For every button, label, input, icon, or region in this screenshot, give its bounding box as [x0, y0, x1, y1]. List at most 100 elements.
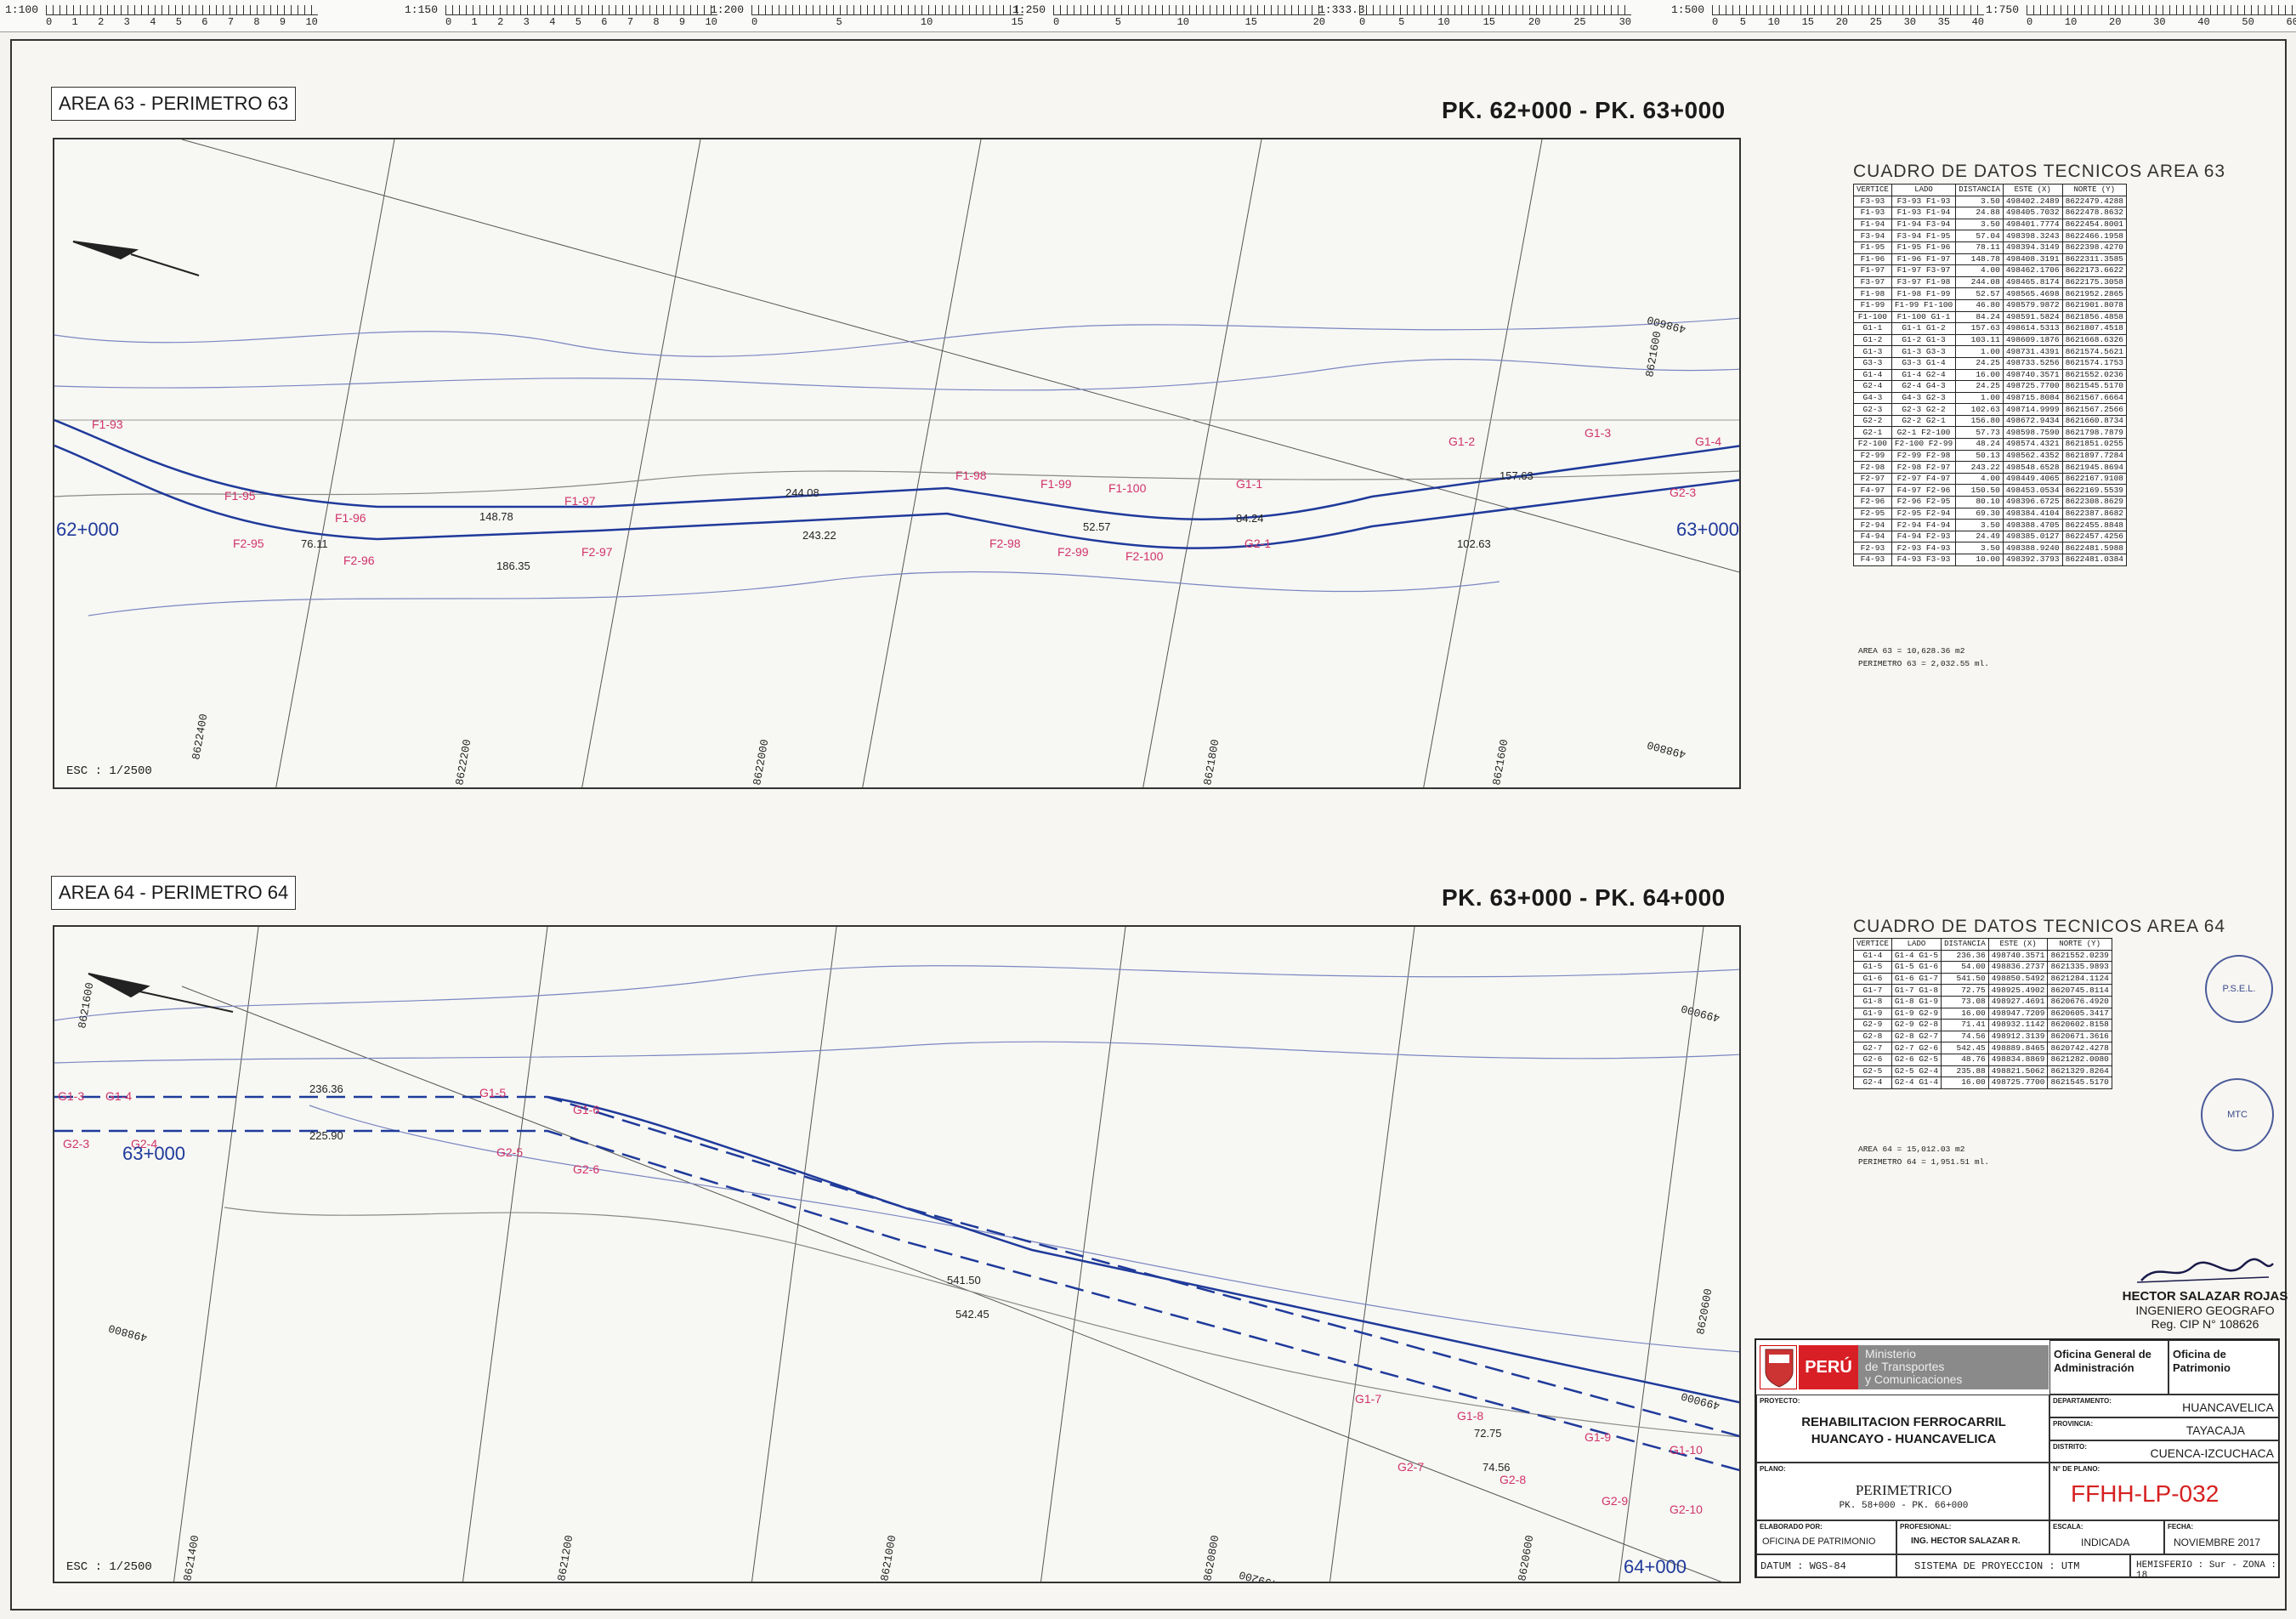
peru-shield-icon	[1760, 1345, 1797, 1389]
seal-stamp-1: P.S.E.L.	[2205, 955, 2273, 1023]
scale-tick: 5	[175, 16, 182, 28]
table-header: NORTE (Y)	[2061, 184, 2127, 196]
svg-text:498800: 498800	[107, 1321, 149, 1344]
table-cell: 57.73	[1955, 426, 2004, 440]
table-cell: 10.00	[1955, 554, 2004, 566]
svg-text:G2-7: G2-7	[1397, 1460, 1424, 1474]
table-cell: 8621574.1753	[2061, 356, 2127, 370]
table-cell: 103.11	[1955, 333, 2004, 347]
scale-tick: 40	[1971, 16, 1984, 28]
table-header: VERTICE	[1853, 938, 1892, 951]
table-cell: G1-1	[1853, 322, 1892, 335]
table-cell: 24.88	[1955, 207, 2004, 219]
proyecto-cell: PROYECTO: REHABILITACION FERROCARRIL HUA…	[1756, 1395, 2049, 1463]
svg-text:8622200: 8622200	[453, 738, 473, 786]
table-cell: 8622173.6622	[2061, 264, 2127, 277]
scale-tick: 0	[1712, 16, 1719, 28]
area64-map: G1-3 G1-4 G1-5 G1-6 G1-7 G1-8 G1-9 G1-10…	[53, 925, 1741, 1583]
svg-text:499000: 499000	[1680, 1002, 1721, 1025]
scale-tick: 6	[201, 16, 208, 28]
table-cell: F2-94	[1853, 519, 1892, 531]
table-cell: F1-100	[1853, 310, 1892, 324]
table-cell: 498574.4321	[2002, 438, 2063, 451]
table-cell: 8621574.5621	[2061, 345, 2127, 358]
svg-text:F1-96: F1-96	[335, 511, 366, 525]
table-cell: 8622387.8682	[2061, 507, 2127, 520]
table-cell: 80.10	[1955, 496, 2004, 508]
table-cell: 8621945.8694	[2061, 461, 2127, 474]
table-cell: 498392.3793	[2002, 554, 2063, 566]
svg-text:F1-98: F1-98	[955, 469, 987, 482]
table-cell: G1-4	[1853, 368, 1892, 382]
table-cell: G1-8 G1-9	[1891, 995, 1942, 1008]
scale-tick: 30	[2153, 16, 2166, 28]
plan-code: FFHH-LP-032	[2071, 1480, 2219, 1507]
table-cell: 8620671.3616	[2047, 1030, 2112, 1043]
table-cell: G2-7 G2-6	[1891, 1042, 1942, 1054]
table-cell: 157.63	[1955, 322, 2004, 335]
table-cell: F2-98	[1853, 461, 1892, 474]
svg-text:G1-3: G1-3	[58, 1089, 84, 1103]
svg-text:F2-97: F2-97	[581, 545, 613, 559]
scale-tick: 2	[98, 16, 105, 28]
table-cell: 71.41	[1941, 1019, 1989, 1031]
svg-text:8621000: 8621000	[878, 1534, 899, 1582]
svg-text:102.63: 102.63	[1457, 537, 1491, 550]
table-cell: 8622398.4270	[2061, 241, 2127, 254]
table-cell: 8621552.0236	[2061, 368, 2127, 382]
table-cell: 498388.4705	[2002, 519, 2063, 531]
table-cell: G1-2	[1853, 333, 1892, 347]
table-cell: 78.11	[1955, 241, 2004, 254]
svg-text:8621600: 8621600	[1490, 738, 1511, 786]
table-cell: F2-93 F4-93	[1891, 542, 1957, 554]
svg-text:G1-10: G1-10	[1670, 1443, 1703, 1457]
svg-text:G1-7: G1-7	[1355, 1392, 1381, 1406]
table-cell: 498385.0127	[2002, 530, 2063, 543]
area63-map-svg: F1-93 F1-95 F1-96 F1-97 F1-98 F1-99 F1-1…	[54, 139, 1739, 787]
pk-end-label-64: 64+000	[1624, 1556, 1687, 1577]
table-cell: 8621668.6326	[2061, 333, 2127, 347]
table-cell: F4-94	[1853, 530, 1892, 543]
table-cell: G2-3	[1853, 403, 1892, 416]
datum-cell: DATUM : WGS-84	[1756, 1554, 1896, 1578]
table-cell: 8622454.8001	[2061, 218, 2127, 231]
scale-tick: 0	[445, 16, 452, 28]
table-cell: 8621798.7879	[2061, 426, 2127, 440]
table-cell: 24.25	[1955, 356, 2004, 370]
table-cell: 8621329.8264	[2047, 1065, 2112, 1078]
scale-tick: 20	[1528, 16, 1541, 28]
svg-text:G2-4: G2-4	[131, 1137, 157, 1150]
svg-text:542.45: 542.45	[955, 1308, 989, 1321]
table-cell: 498591.5824	[2002, 310, 2063, 324]
table-cell: F4-97	[1853, 484, 1892, 497]
hemisferio-cell: HEMISFERIO : Sur - ZONA : 18	[2130, 1554, 2280, 1581]
svg-text:G1-9: G1-9	[1585, 1430, 1611, 1444]
table-cell: 74.56	[1941, 1030, 1989, 1043]
table-cell: 8621851.0255	[2061, 438, 2127, 451]
scale-tick: 0	[2027, 16, 2033, 28]
area-note: PERIMETRO 63 = 2,032.55 ml.	[1858, 659, 1989, 668]
table-cell: G2-7	[1853, 1042, 1892, 1054]
svg-text:186.35: 186.35	[496, 560, 530, 572]
map-point: F1-93	[92, 418, 123, 431]
area64-map-svg: G1-3 G1-4 G1-5 G1-6 G1-7 G1-8 G1-9 G1-10…	[54, 927, 1739, 1582]
scale-tick: 0	[1359, 16, 1366, 28]
table-cell: 498836.2737	[1987, 961, 2049, 974]
drawing-sheet: AREA 63 - PERIMETRO 63 PK. 62+000 - PK. …	[10, 39, 2287, 1610]
table-cell: 498565.4698	[2002, 287, 2063, 300]
svg-text:8621600: 8621600	[1643, 330, 1664, 378]
table-cell: 8620676.4920	[2047, 995, 2112, 1008]
scale-tick: 40	[2197, 16, 2210, 28]
table-cell: 8622478.8632	[2061, 207, 2127, 219]
scale-tick: 15	[1244, 16, 1257, 28]
svg-text:8620600: 8620600	[1694, 1287, 1715, 1335]
table-cell: 498449.4065	[2002, 472, 2063, 486]
